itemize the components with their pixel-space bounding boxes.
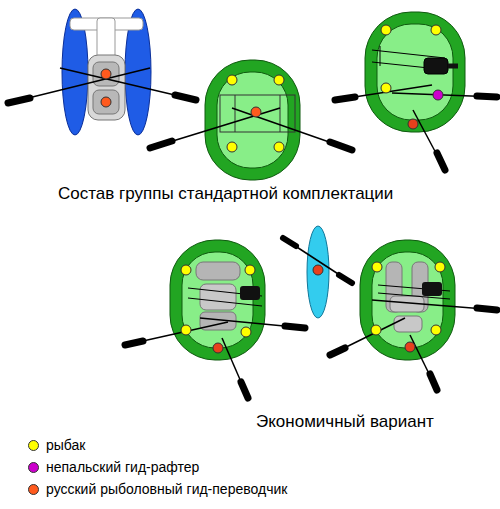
kayak-part xyxy=(307,226,329,318)
raft-with-rafter-part xyxy=(372,50,445,58)
legend-entry: рыбак xyxy=(0,436,500,456)
raft-economy-left-part xyxy=(181,325,191,335)
catamaran xyxy=(8,9,196,135)
raft-standard xyxy=(150,60,352,180)
raft-standard-part xyxy=(251,107,261,117)
raft-standard-part xyxy=(217,72,288,168)
raft-economy-left-part xyxy=(285,326,305,328)
raft-standard-part xyxy=(227,142,237,152)
kayak xyxy=(283,226,352,318)
raft-economy-left-part xyxy=(241,382,248,398)
catamaran-part xyxy=(97,18,115,60)
raft-with-rafter-part xyxy=(431,25,441,35)
catamaran-part xyxy=(8,68,150,103)
raft-economy-left-part xyxy=(182,252,253,348)
raft-economy-right-part xyxy=(422,282,442,296)
raft-standard-part xyxy=(205,60,300,180)
legend-entry: русский рыболовный гид-переводчик xyxy=(0,480,500,500)
raft-with-rafter-part xyxy=(477,96,497,97)
raft-economy-left-part xyxy=(200,318,305,328)
raft-with-rafter-part xyxy=(377,24,453,120)
catamaran-part xyxy=(93,62,119,86)
kayak-part xyxy=(339,275,352,283)
raft-economy-right-part xyxy=(410,335,437,390)
legend-text: русский рыболовный гид-переводчик xyxy=(46,481,287,497)
raft-economy-right-part xyxy=(405,342,415,352)
catamaran-part xyxy=(93,90,119,114)
raft-with-rafter-part xyxy=(437,153,445,170)
raft-economy-right-part xyxy=(431,325,441,335)
raft-standard-part xyxy=(150,141,172,148)
raft-economy-left-part xyxy=(213,343,223,353)
raft-with-rafter-part xyxy=(381,25,391,35)
kayak-part xyxy=(283,238,296,246)
raft-standard-part xyxy=(227,75,237,85)
legend-swatch xyxy=(28,484,39,495)
raft-economy-right-part xyxy=(477,308,497,310)
raft-economy-left-part xyxy=(240,286,260,300)
raft-economy-right-part xyxy=(330,318,405,355)
catamaran-part xyxy=(88,55,125,120)
kayak-part xyxy=(283,238,352,283)
raft-economy-left-part xyxy=(196,262,240,280)
raft-economy-right-part xyxy=(372,262,382,272)
kayak-part xyxy=(313,265,323,275)
raft-economy-right-part xyxy=(372,252,443,348)
raft-standard-part xyxy=(150,108,280,148)
raft-economy-left xyxy=(125,240,305,398)
raft-with-rafter-part xyxy=(381,83,391,93)
raft-economy-left-part xyxy=(125,341,143,345)
raft-economy-right-part xyxy=(435,262,445,272)
raft-economy-right xyxy=(330,240,497,390)
raft-standard-part xyxy=(330,142,352,150)
raft-economy-left-part xyxy=(241,327,251,337)
catamaran-part xyxy=(175,95,196,100)
raft-economy-left-part xyxy=(200,284,236,310)
raft-with-rafter xyxy=(335,12,497,170)
legend-entry: непальский гид-рафтер xyxy=(0,458,500,478)
raft-standard-part xyxy=(274,142,284,152)
raft-economy-right-part xyxy=(430,374,437,390)
section-heading: Экономичный вариант xyxy=(256,412,434,432)
raft-standard-part xyxy=(232,108,352,150)
legend-swatch xyxy=(28,440,39,451)
raft-with-rafter-part xyxy=(424,58,448,74)
raft-economy-left-part xyxy=(181,265,191,275)
raft-economy-left-part xyxy=(170,240,265,360)
raft-economy-left-part xyxy=(222,338,248,398)
raft-economy-right-part xyxy=(330,348,345,355)
legend-swatch xyxy=(28,462,39,473)
raft-with-rafter-part xyxy=(392,93,497,97)
raft-with-rafter-part xyxy=(433,90,443,100)
raft-economy-left-part xyxy=(245,265,255,275)
catamaran-part xyxy=(60,68,196,100)
raft-economy-right-part xyxy=(371,325,381,335)
catamaran-part xyxy=(101,69,111,79)
raft-with-rafter-part xyxy=(408,119,418,129)
legend-text: непальский гид-рафтер xyxy=(46,459,199,475)
raft-standard-part xyxy=(280,95,281,132)
raft-standard-part xyxy=(235,95,236,132)
catamaran-part xyxy=(101,97,111,107)
section-heading: Состав группы стандартной комплектации xyxy=(58,184,393,204)
raft-with-rafter-part xyxy=(413,110,445,170)
raft-with-rafter-part xyxy=(448,64,458,69)
raft-standard-part xyxy=(274,75,284,85)
raft-economy-right-part xyxy=(372,300,497,310)
raft-economy-right-part xyxy=(394,316,422,332)
raft-with-rafter-part xyxy=(380,46,381,66)
catamaran-part xyxy=(8,98,30,103)
raft-economy-left-part xyxy=(125,322,228,345)
raft-with-rafter-part xyxy=(335,97,355,100)
legend-text: рыбак xyxy=(46,437,85,453)
